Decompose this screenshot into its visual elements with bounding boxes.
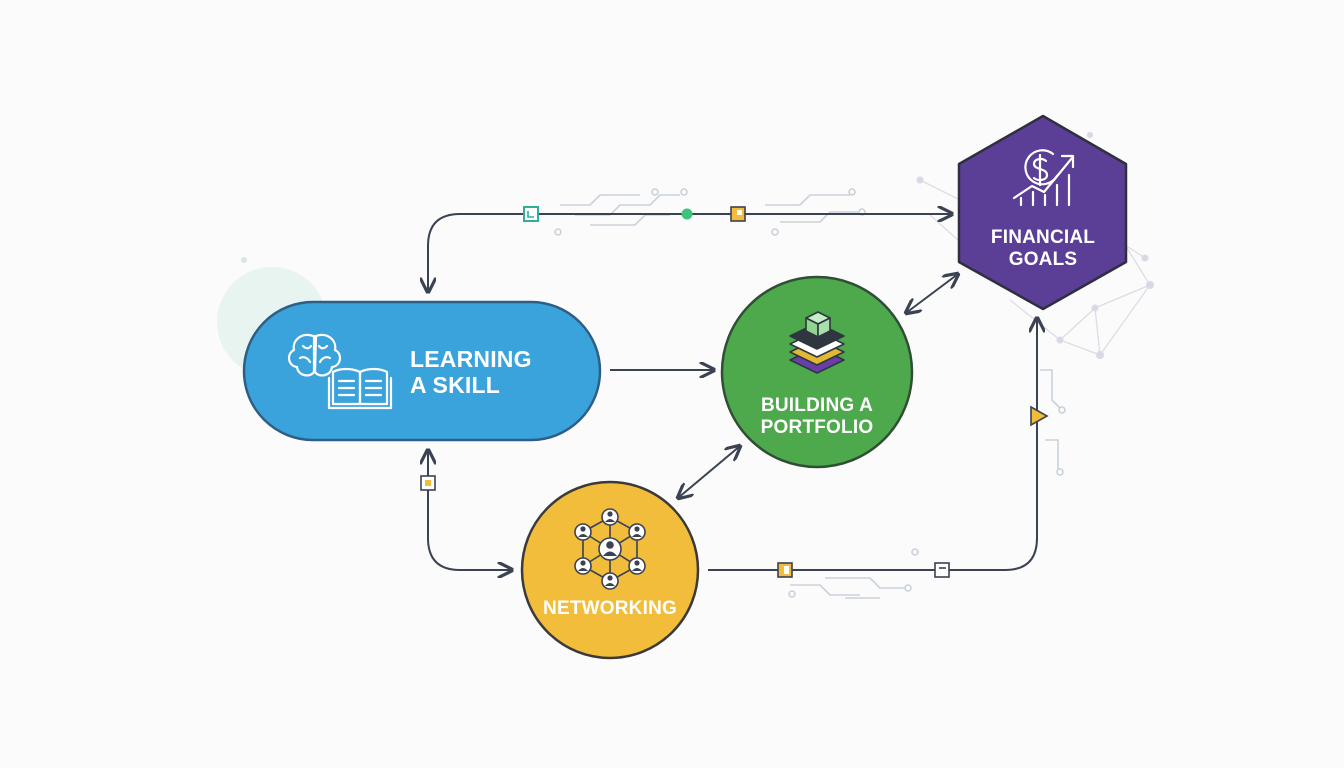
- badge-orange-triangle: [1030, 405, 1049, 427]
- node-portfolio-label-line1: BUILDING A: [761, 395, 873, 416]
- badge-dark-square-bottom: [934, 562, 950, 578]
- layer-stack-icon: [789, 311, 845, 374]
- dollar-growth-chart-icon: [1012, 149, 1075, 207]
- connector-badges: [420, 206, 1049, 578]
- node-networking-label: NETWORKING: [543, 598, 677, 619]
- connector-portfolio-financial: [906, 274, 958, 313]
- connector-networking-financial: [708, 318, 1037, 571]
- node-networking[interactable]: NETWORKING: [520, 480, 700, 660]
- node-financial-label-line2: GOALS: [1009, 249, 1078, 270]
- badge-teal-square: [523, 206, 539, 222]
- people-network-icon: [574, 508, 646, 590]
- connector-networking-portfolio: [678, 446, 740, 498]
- node-portfolio-label-line2: PORTFOLIO: [761, 417, 874, 438]
- node-financial-label-line1: FINANCIAL: [991, 227, 1095, 248]
- node-learning-label-line1: LEARNING: [410, 346, 532, 372]
- node-financial-goals[interactable]: FINANCIAL GOALS: [957, 114, 1128, 311]
- decorative-dot: [241, 257, 247, 263]
- circuit-decoration-bottom: [788, 369, 1066, 599]
- node-learning-a-skill[interactable]: LEARNING A SKILL: [242, 300, 602, 442]
- circuit-decoration-top: [554, 188, 866, 236]
- brain-icon: [287, 333, 342, 377]
- node-building-a-portfolio[interactable]: BUILDING A PORTFOLIO: [720, 275, 914, 469]
- connectors: [428, 214, 1037, 570]
- node-learning-label-line2: A SKILL: [410, 372, 500, 398]
- badge-green-dot: [681, 208, 693, 220]
- connector-learning-financial: [428, 214, 952, 292]
- connector-learning-networking: [428, 450, 512, 570]
- open-book-icon: [327, 367, 393, 410]
